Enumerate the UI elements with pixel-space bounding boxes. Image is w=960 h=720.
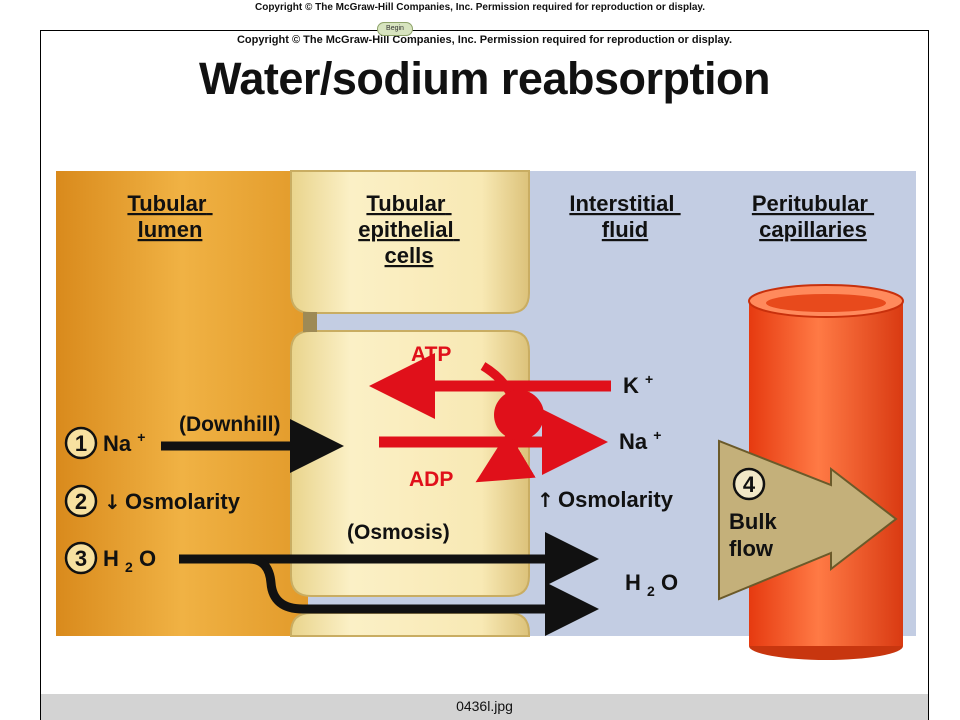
k-label: K (623, 373, 639, 398)
interstitial-header-line2: fluid (602, 217, 648, 242)
osmosis-label: (Osmosis) (347, 521, 450, 544)
step-1-number: 1 (75, 431, 87, 456)
step-2-osmolarity-label: Osmolarity (125, 489, 241, 514)
reabsorption-diagram: Tubular lumen Tubular epithelial cells I… (56, 170, 916, 660)
top-copyright: Copyright © The McGraw-Hill Companies, I… (254, 2, 706, 13)
tight-junction (303, 312, 317, 332)
capillary-tube-bottom (749, 646, 903, 660)
step-4-badge (732, 467, 766, 501)
svg-text:Na +: Na + (103, 429, 145, 456)
epithelial-header-line1: Tubular (366, 191, 445, 216)
epithelial-cell-middle (290, 330, 530, 597)
h2o-o-label: O (661, 570, 678, 595)
svg-text:K +: K + (623, 371, 653, 398)
h2o-paracellular-arrow (248, 554, 599, 636)
svg-text:Na +: Na + (619, 427, 661, 454)
epithelial-header-line3: cells (385, 243, 434, 268)
caption-bar: 0436l.jpg (40, 694, 929, 720)
epithelial-header-line2: epithelial (358, 217, 453, 242)
step-3-sub: 2 (125, 559, 133, 575)
step-1-na-sup: + (137, 429, 145, 445)
tubular-lumen-header-line1: Tubular (127, 191, 206, 216)
bulk-flow-line2: flow (729, 536, 774, 561)
capillaries-header-line1: Peritubular (752, 191, 869, 216)
step-1-badge (64, 426, 98, 460)
capillaries-header-line2: capillaries (759, 217, 867, 242)
svg-text:Tubular lumen: Tubular lumen (127, 191, 212, 242)
bulk-flow-line1: Bulk (729, 509, 777, 534)
osmolarity-up-label: Osmolarity (558, 487, 674, 512)
slide-copyright: Copyright © The McGraw-Hill Companies, I… (236, 34, 733, 46)
step-3-o-label: O (139, 546, 156, 571)
slide: Copyright © The McGraw-Hill Companies, I… (40, 30, 929, 695)
step-3-number: 3 (75, 546, 87, 571)
step-3-badge (64, 541, 98, 575)
adp-curve-arrow (475, 431, 536, 483)
sodium-potassium-pump (494, 390, 544, 440)
begin-button[interactable]: Begin (377, 22, 413, 36)
epithelial-cell-top (290, 170, 530, 314)
svg-text:H 2 O: H 2 O (103, 546, 156, 577)
svg-text:Interstitial fluid: Interstitial fluid (569, 191, 680, 242)
step-2-down-arrow: ↓ (104, 490, 121, 514)
step-3-h-label: H (103, 546, 119, 571)
osmolarity-up-arrow: ↑ (537, 488, 554, 512)
na-sup: + (653, 427, 661, 443)
svg-text:Tubular epithelial: Tubular epithelial cells (358, 191, 459, 268)
tubular-lumen-header-line2: lumen (138, 217, 203, 242)
atp-label: ATP (411, 343, 451, 366)
step-2-number: 2 (75, 489, 87, 514)
svg-text:H 2 O: H 2 O (625, 570, 678, 601)
slide-title: Water/sodium reabsorption (199, 53, 770, 104)
svg-text:Peritubular capillaries: Peritubular capillaries (752, 191, 874, 242)
interstitial-header-line1: Interstitial (569, 191, 674, 216)
epithelial-cell-bottom (290, 612, 530, 637)
adp-label: ADP (409, 468, 453, 491)
image-filename: 0436l.jpg (456, 698, 513, 714)
step-4-number: 4 (743, 472, 756, 497)
downhill-label: (Downhill) (179, 413, 280, 436)
na-label: Na (619, 429, 648, 454)
step-2-badge (64, 484, 98, 518)
k-sup: + (645, 371, 653, 387)
h2o-h-label: H (625, 570, 641, 595)
step-1-na-label: Na (103, 431, 132, 456)
capillary-tube-opening (766, 294, 886, 312)
h2o-sub: 2 (647, 583, 655, 599)
